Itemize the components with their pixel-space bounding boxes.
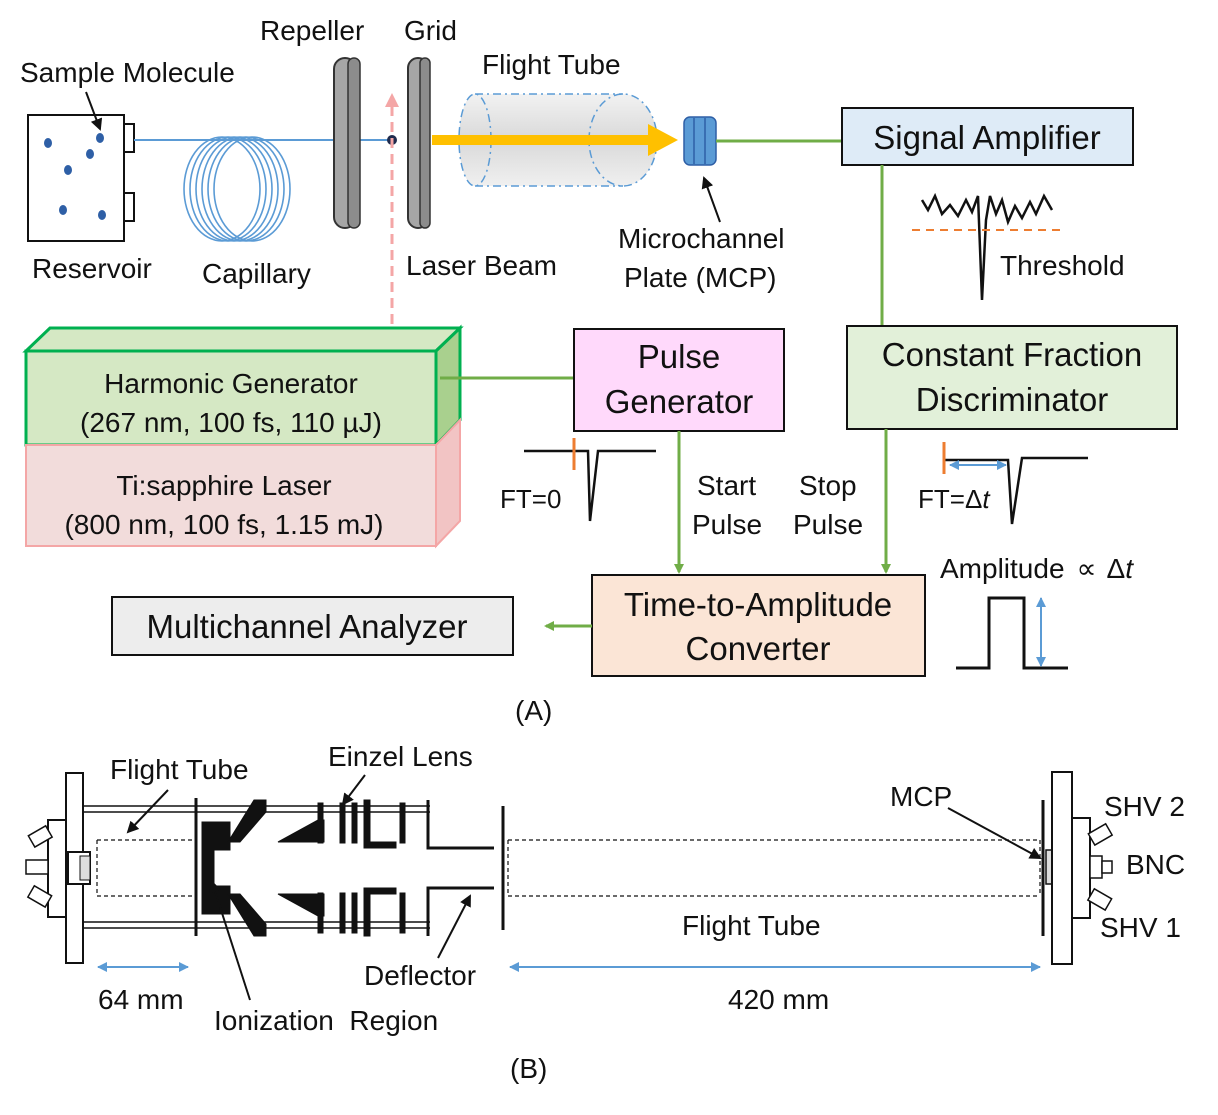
- mca-label: Multichannel Analyzer: [146, 608, 467, 645]
- dim-420-label: 420 mm: [728, 984, 829, 1015]
- ionization-arrow: [209, 880, 251, 1001]
- deflector-label: Deflector: [364, 960, 476, 991]
- stop-pulse-waveform: [942, 442, 1088, 525]
- ft-dt-delta: Δ: [965, 484, 982, 514]
- tac-line2: Converter: [686, 630, 831, 667]
- reservoir-label: Reservoir: [32, 253, 152, 284]
- einzel-lens-arrow: [341, 774, 366, 806]
- ft-dt-prefix: FT=: [918, 484, 965, 514]
- mcp-label-line2: Plate (MCP): [624, 262, 776, 293]
- grid-label: Grid: [404, 15, 457, 46]
- shv1-label: SHV 1: [1100, 912, 1181, 943]
- grid-plate: [407, 57, 431, 229]
- start-pulse-line1: Start: [697, 470, 756, 501]
- ti-sapphire-line2: (800 nm, 100 fs, 1.15 mJ): [64, 509, 383, 540]
- grid-cones: [227, 799, 267, 937]
- ft-dt-t: t: [982, 484, 991, 514]
- ft0-label: FT=0: [500, 484, 561, 514]
- deflector-plates: [426, 800, 494, 936]
- ft-dt-label: FT=Δt: [918, 484, 991, 514]
- panel-b-labels: Flight Tube Einzel Lens MCP SHV 2 BNC SH…: [98, 741, 1185, 1084]
- threshold-waveform: [912, 192, 1064, 301]
- tac-line1: Time-to-Amplitude: [624, 586, 892, 623]
- deflector-arrow: [437, 894, 471, 959]
- sample-molecule-label: Sample Molecule: [20, 57, 235, 88]
- capillary-label: Capillary: [202, 258, 311, 289]
- laser-beam-label: Laser Beam: [406, 250, 557, 281]
- start-pulse-waveform: [524, 438, 656, 522]
- start-pulse-line2: Pulse: [692, 509, 762, 540]
- amplitude-square-pulse: [956, 596, 1068, 670]
- amplitude-prefix: Amplitude: [940, 553, 1065, 584]
- threshold-label: Threshold: [1000, 250, 1125, 281]
- repeller-plate: [333, 57, 361, 229]
- repeller-block: [201, 821, 231, 915]
- sample-molecule-arrow: [85, 91, 103, 131]
- panel-b-caption: (B): [510, 1053, 547, 1084]
- mcp-b-label: MCP: [890, 781, 952, 812]
- amplitude-t: t: [1125, 553, 1134, 584]
- molecule-dots: [44, 133, 106, 220]
- stop-pulse-line1: Stop: [799, 470, 857, 501]
- ti-sapphire-laser-box: Ti:sapphire Laser (800 nm, 100 fs, 1.15 …: [25, 417, 461, 549]
- cfd-line1: Constant Fraction: [882, 336, 1142, 373]
- mcp-b-arrow: [947, 807, 1042, 859]
- short-flight-tube: [96, 839, 197, 897]
- signal-amplifier-box: Signal Amplifier: [841, 107, 1134, 166]
- bnc-label: BNC: [1126, 849, 1185, 880]
- panel-a: Sample Molecule Reservoir Capillary Repe…: [20, 15, 1178, 726]
- cfd-line2: Discriminator: [916, 381, 1109, 418]
- ionization-region-label: Ionization Region: [214, 1005, 438, 1036]
- stop-pulse-line2: Pulse: [793, 509, 863, 540]
- pulse-generator-box: Pulse Generator: [573, 328, 785, 432]
- einzel-lens-label: Einzel Lens: [328, 741, 473, 772]
- flight-tube-top-label: Flight Tube: [110, 754, 249, 785]
- harmonic-generator-line1: Harmonic Generator: [104, 368, 358, 399]
- repeller-label: Repeller: [260, 15, 364, 46]
- flight-tube-label: Flight Tube: [482, 49, 621, 80]
- ti-sapphire-line1: Ti:sapphire Laser: [116, 470, 331, 501]
- ion-beam-arrow: [432, 124, 678, 156]
- harmonic-generator-line2: (267 nm, 100 fs, 110 µJ): [80, 407, 382, 438]
- left-flange: [25, 772, 91, 964]
- flight-tube-main-label: Flight Tube: [682, 910, 821, 941]
- amplitude-delta: Δ: [1107, 553, 1126, 584]
- reservoir: [27, 114, 135, 242]
- long-flight-tube: [507, 839, 1041, 897]
- capillary-coil: [183, 136, 291, 242]
- mcp-detector: [683, 116, 717, 166]
- mca-box: Multichannel Analyzer: [111, 596, 514, 656]
- pulse-generator-line1: Pulse: [638, 338, 721, 375]
- amplitude-label: Amplitude ∝ Δt: [940, 553, 1134, 584]
- tac-box: Time-to-Amplitude Converter: [591, 574, 926, 677]
- harmonic-generator-box: Harmonic Generator (267 nm, 100 fs, 110 …: [22, 324, 464, 449]
- right-flange: [1051, 771, 1114, 965]
- mcp-label-line1: Microchannel: [618, 223, 785, 254]
- signal-amplifier-label: Signal Amplifier: [873, 119, 1100, 156]
- mcp-arrow: [701, 176, 721, 223]
- flight-tube-arrow: [126, 789, 169, 834]
- panel-b: [25, 771, 1114, 1001]
- panel-a-caption: (A): [515, 695, 552, 726]
- amplitude-prop-symbol: ∝: [1077, 553, 1097, 584]
- einzel-lens-elements: [277, 799, 406, 937]
- shv2-label: SHV 2: [1104, 791, 1185, 822]
- cfd-box: Constant Fraction Discriminator: [846, 325, 1178, 430]
- pulse-generator-line2: Generator: [605, 383, 754, 420]
- dim-64-label: 64 mm: [98, 984, 184, 1015]
